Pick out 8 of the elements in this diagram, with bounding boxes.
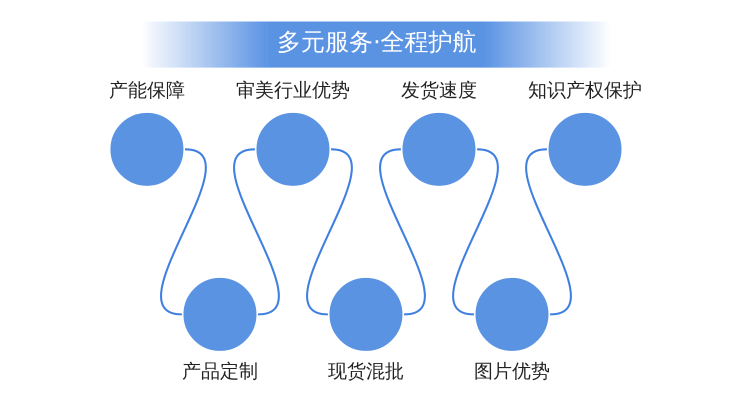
node-label: 图片优势 (473, 360, 550, 382)
node-label: 现货混批 (327, 360, 404, 382)
node-label: 发货速度 (400, 79, 476, 102)
node-label: 审美行业优势 (235, 79, 350, 102)
node-label: 知识产权保护 (527, 79, 642, 102)
node-label: 产能保障 (108, 79, 184, 102)
node-label: 产品定制 (181, 360, 258, 382)
diagram-title: 多元服务·全程护航 (276, 28, 476, 56)
